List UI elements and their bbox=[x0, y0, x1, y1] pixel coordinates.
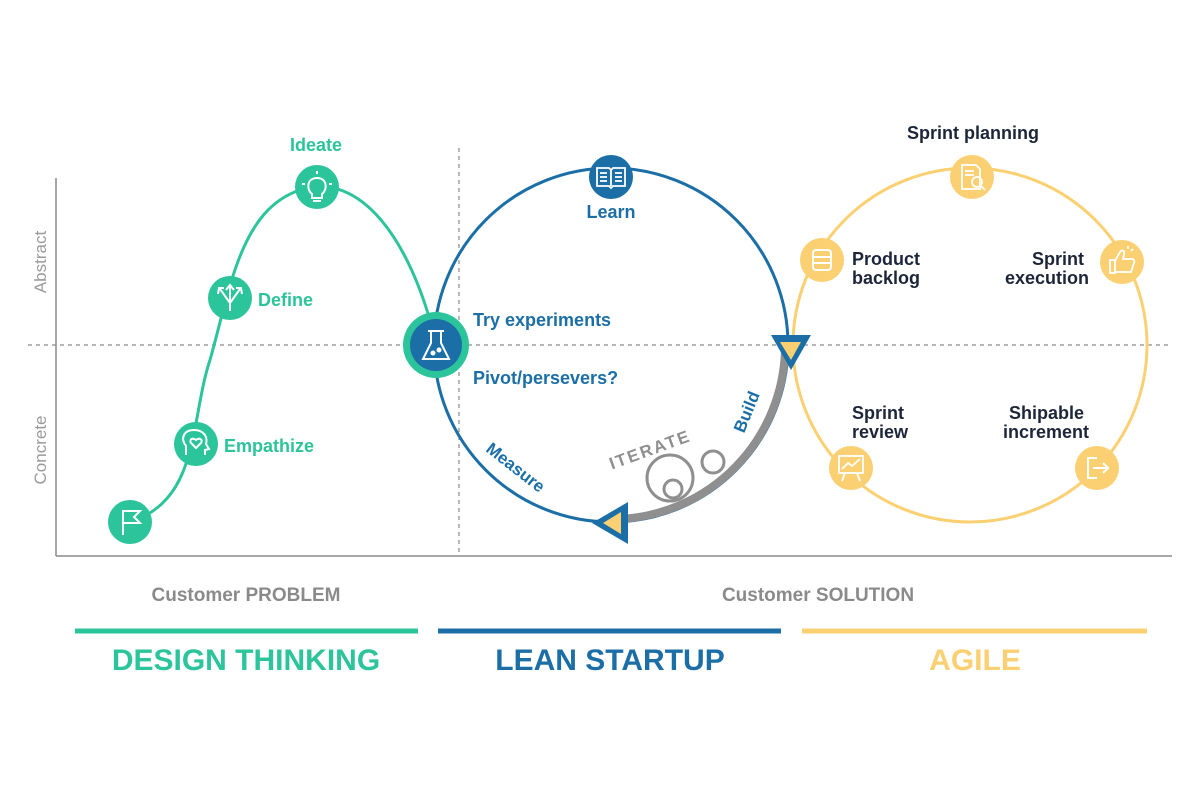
sprint-execution-node bbox=[1100, 240, 1144, 284]
empathize-label: Empathize bbox=[224, 436, 314, 456]
y-axis-label-abstract: Abstract bbox=[31, 231, 50, 294]
export-icon bbox=[1087, 457, 1110, 479]
sprint-review-line2: review bbox=[852, 422, 909, 442]
design-thinking-title: DESIGN THINKING bbox=[112, 644, 380, 677]
customer-problem-label: Customer PROBLEM bbox=[152, 585, 341, 606]
product-backlog-label: Product backlog bbox=[852, 249, 925, 288]
sprint-execution-label: Sprint execution bbox=[1005, 249, 1089, 288]
measure-label: Measure bbox=[482, 439, 548, 496]
shipable-increment-label: Shipable increment bbox=[1003, 403, 1089, 442]
presentation-chart-icon bbox=[838, 455, 864, 482]
document-search-icon bbox=[961, 164, 986, 191]
sprint-execution-line1: Sprint bbox=[1032, 249, 1084, 269]
heart-head-icon bbox=[182, 428, 211, 455]
sprint-review-node bbox=[829, 446, 873, 490]
product-backlog-node bbox=[800, 238, 844, 282]
try-experiments-label: Try experiments bbox=[473, 310, 611, 330]
pivot-label: Pivot/persevers? bbox=[473, 368, 618, 388]
learn-label: Learn bbox=[586, 202, 635, 222]
agile-title: AGILE bbox=[929, 644, 1021, 677]
learn-node bbox=[589, 155, 633, 199]
build-label: Build bbox=[730, 389, 764, 436]
sprint-review-line1: Sprint bbox=[852, 403, 904, 423]
shipable-increment-line2: increment bbox=[1003, 422, 1089, 442]
shipable-increment-line1: Shipable bbox=[1009, 403, 1084, 423]
sprint-review-label: Sprint review bbox=[852, 403, 909, 442]
define-label: Define bbox=[258, 290, 313, 310]
gears-icon bbox=[645, 449, 726, 503]
list-icon bbox=[812, 249, 832, 271]
flask-icon bbox=[421, 330, 451, 360]
experiment-node bbox=[403, 312, 469, 378]
measure-arrowhead bbox=[592, 502, 628, 544]
sprint-planning-label: Sprint planning bbox=[907, 123, 1039, 143]
book-icon bbox=[596, 167, 626, 190]
define-node bbox=[208, 276, 252, 320]
sprint-planning-node bbox=[950, 155, 994, 199]
ideate-node bbox=[295, 165, 339, 209]
shipable-increment-node bbox=[1075, 446, 1119, 490]
product-backlog-line2: backlog bbox=[852, 268, 920, 288]
build-arrowhead bbox=[771, 335, 811, 370]
ideate-label: Ideate bbox=[290, 135, 342, 155]
sprint-execution-line2: execution bbox=[1005, 268, 1089, 288]
flag-icon bbox=[122, 510, 143, 535]
flag-node bbox=[108, 500, 152, 544]
thumbs-up-icon bbox=[1109, 246, 1136, 274]
product-backlog-line1: Product bbox=[852, 249, 920, 269]
customer-solution-label: Customer SOLUTION bbox=[722, 585, 914, 606]
diverging-arrows-icon bbox=[217, 283, 243, 311]
lean-startup-title: LEAN STARTUP bbox=[495, 644, 724, 677]
lightbulb-icon bbox=[302, 171, 332, 202]
y-axis-label-concrete: Concrete bbox=[31, 416, 50, 485]
iterate-arc bbox=[619, 349, 789, 523]
design-thinking-curve bbox=[129, 185, 436, 524]
empathize-node bbox=[174, 422, 218, 466]
